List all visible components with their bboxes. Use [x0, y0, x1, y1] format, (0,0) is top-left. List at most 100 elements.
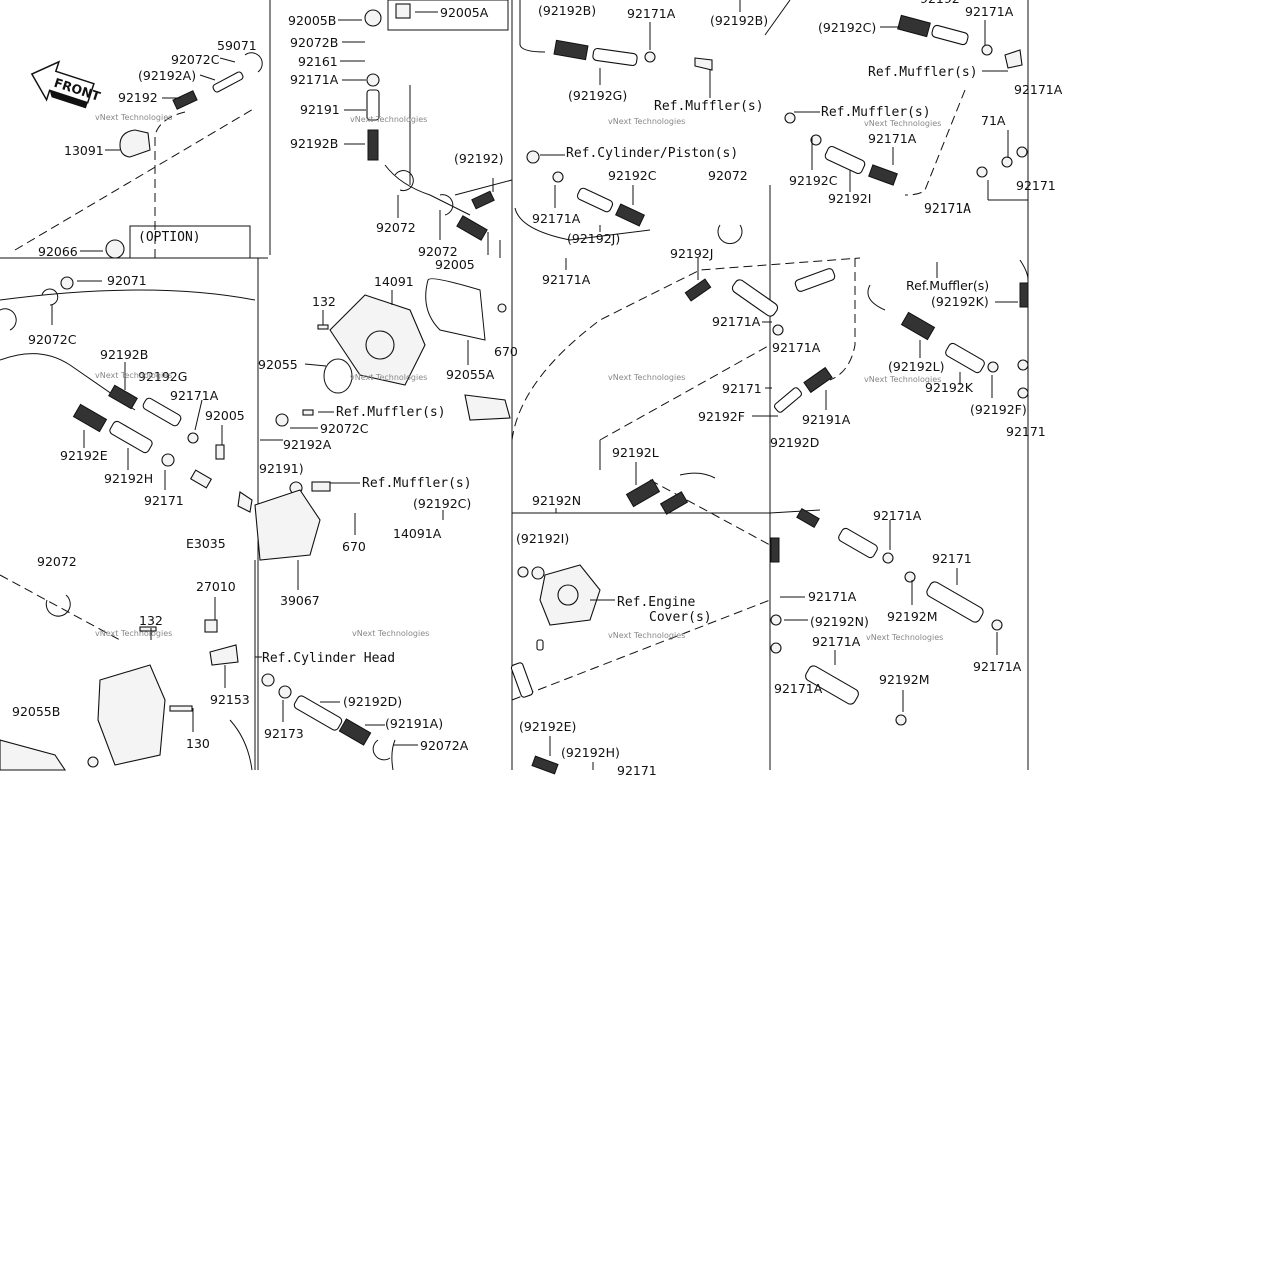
part-number-label: 92192E [60, 448, 108, 463]
part-number-label: 92192K [925, 380, 974, 395]
part-number-label: 92171A [965, 4, 1014, 19]
part-number-label: (92192K) [931, 294, 989, 309]
part-number-label: 92191) [259, 461, 304, 476]
part-number-label: 13091 [64, 143, 104, 158]
part-number-label: 92171A [774, 681, 823, 696]
hose-pieces [109, 24, 985, 731]
part-number-label: 92171 [144, 493, 184, 508]
part-number-label: 92192N [532, 493, 581, 508]
part-number-label: 92192M [879, 672, 930, 687]
part-number-label: 92171A [1014, 82, 1063, 97]
part-number-label: 92171A [873, 508, 922, 523]
part-number-label: 39067 [280, 593, 320, 608]
part-number-label: 92072 [418, 244, 458, 259]
reference-label: Ref.Muffler(s) [821, 105, 931, 120]
springs [72, 14, 1029, 775]
part-number-label: 92192 [920, 0, 960, 6]
part-number-label: 92192B [100, 347, 148, 362]
part-number-label: 92192D [770, 435, 819, 450]
part-number-label: 92171 [932, 551, 972, 566]
part-number-label: 92191 [300, 102, 340, 117]
part-number-label: (92192A) [138, 68, 196, 83]
part-number-label: 92192G [138, 369, 187, 384]
part-number-label: 130 [186, 736, 210, 751]
part-number-label: (92192N) [810, 614, 869, 629]
part-number-label: 92005B [288, 13, 336, 28]
part-number-label: 92192M [887, 609, 938, 624]
part-number-label: 92171A [772, 340, 821, 355]
reference-label: Ref.Muffler(s) [336, 405, 446, 420]
part-number-label: 92055B [12, 704, 60, 719]
part-number-label: (92191A) [385, 716, 443, 731]
part-number-label: 92192L [612, 445, 659, 460]
part-number-label: (92192) [454, 151, 504, 166]
part-number-label: 132 [312, 294, 336, 309]
watermark-text: vNext Technologies [350, 373, 427, 382]
part-number-label: (92192E) [519, 719, 576, 734]
watermark-text: vNext Technologies [608, 373, 685, 382]
part-number-label: 92072C [320, 421, 369, 436]
part-number-label: 92066 [38, 244, 78, 259]
leader-lines [51, 0, 1028, 770]
part-number-label: 92192C [789, 173, 838, 188]
reference-label: Ref.Muffler(s) [654, 99, 764, 114]
part-number-label: 92153 [210, 692, 250, 707]
part-number-label: 27010 [196, 579, 236, 594]
part-number-label: 92192H [104, 471, 153, 486]
part-number-label: (92192C) [413, 496, 471, 511]
part-number-label: 92192F [698, 409, 745, 424]
reference-label: Ref.Cylinder Head [262, 651, 395, 666]
part-number-label: 92171A [627, 6, 676, 21]
reference-label: Ref.Engine [617, 595, 695, 610]
part-labels: 92005B92005A92072B9216192171A9219192192B… [12, 0, 1063, 778]
part-number-label: 92072B [290, 35, 338, 50]
part-number-label: 71A [981, 113, 1006, 128]
part-number-label: 92171 [617, 763, 657, 778]
part-number-label: 92192I [828, 191, 871, 206]
rings [0, 52, 743, 761]
part-number-label: 92192J [670, 246, 713, 261]
option-box-label: (OPTION) [138, 230, 201, 245]
part-number-label: 92072 [708, 168, 748, 183]
reference-label: 92171A [924, 202, 971, 217]
watermark-text: vNext Technologies [95, 371, 172, 380]
part-number-label: 92192 [118, 90, 158, 105]
part-number-label: 92171A [532, 211, 581, 226]
part-number-label: 14091A [393, 526, 442, 541]
part-number-label: 92171A [808, 589, 857, 604]
part-number-label: 92055A [446, 367, 495, 382]
part-number-label: 59071 [217, 38, 257, 53]
watermark-text: vNext Technologies [864, 119, 941, 128]
part-number-label: 92171A [812, 634, 861, 649]
part-number-label: 92171 [1016, 178, 1056, 193]
part-number-label: (92192H) [561, 745, 620, 760]
part-number-label: 92171 [722, 381, 762, 396]
part-number-label: 92171 [1006, 424, 1046, 439]
part-number-label: 132 [139, 613, 163, 628]
part-number-label: 92072 [376, 220, 416, 235]
part-number-label: 92072C [171, 52, 220, 67]
watermark-text: vNext Technologies [95, 113, 172, 122]
part-number-label: 92171A [868, 131, 917, 146]
part-number-label: E3035 [186, 536, 226, 551]
part-number-label: (92192C) [818, 20, 876, 35]
part-number-label: 92005 [205, 408, 245, 423]
part-number-label: 92173 [264, 726, 304, 741]
part-number-label: (92192D) [343, 694, 402, 709]
part-number-label: 92192A [283, 437, 332, 452]
watermark-text: vNext Technologies [350, 115, 427, 124]
watermark-text: vNext Technologies [352, 629, 429, 638]
front-arrow-icon: FRONT [30, 60, 103, 109]
watermark-text: vNext Technologies [864, 375, 941, 384]
part-number-label: 92171A [290, 72, 339, 87]
reference-label: Ref.Muffler(s) [362, 476, 472, 491]
option-label: (OPTION) [138, 230, 201, 245]
castings [0, 294, 601, 771]
clamps [60, 3, 1029, 768]
part-number-label: 92171A [712, 314, 761, 329]
dashed-routing [0, 89, 966, 701]
part-number-label: 92192C [608, 168, 657, 183]
part-number-label: 92171A [973, 659, 1022, 674]
part-number-label: 92072A [420, 738, 469, 753]
